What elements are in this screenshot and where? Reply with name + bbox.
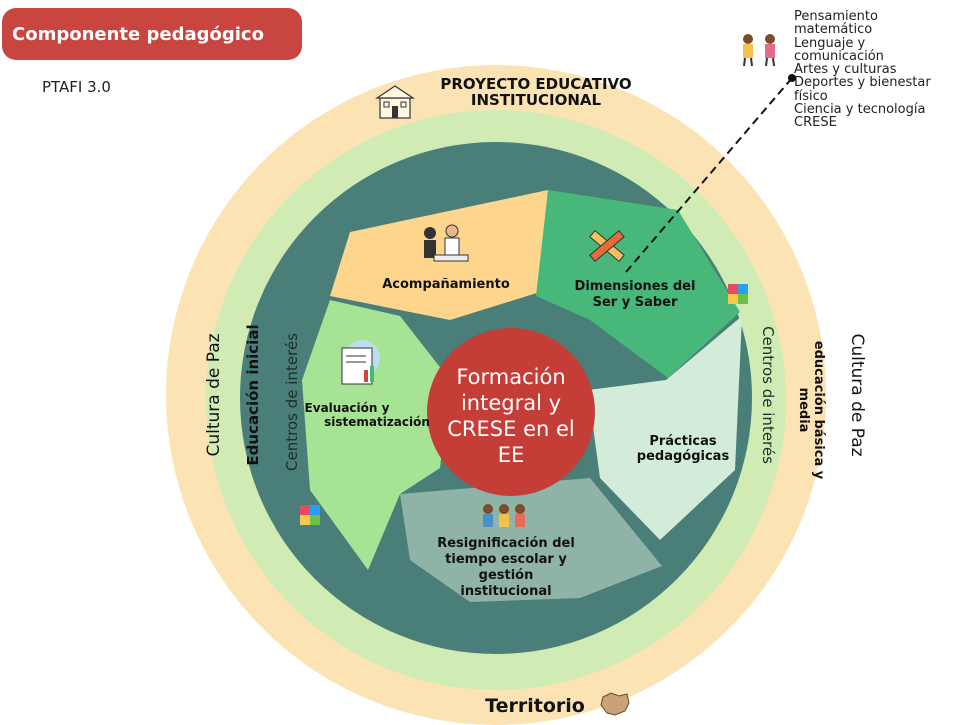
dimensiones-line1: Dimensiones del	[575, 279, 696, 294]
subtitle: PTAFI 3.0	[42, 78, 111, 96]
territory-map-icon	[600, 692, 630, 716]
educacion-basica-line1: educación básica y	[811, 341, 826, 480]
center-line3: CRESE en el	[447, 417, 574, 441]
dimensions-list-item: Pensamiento	[794, 9, 878, 24]
practicas-line1: Prácticas	[649, 434, 717, 449]
report-chart-icon	[341, 340, 380, 385]
dimensions-list-item: Lenguaje y	[794, 35, 866, 51]
dimensions-list-item: comunicación	[794, 48, 884, 64]
resignificacion-line3: gestión	[479, 568, 534, 583]
pencil-ruler-icon	[589, 230, 625, 262]
center-line2: integral y	[461, 391, 561, 415]
puzzle-icon	[728, 284, 748, 304]
centros-interes-left: Centros de interés	[283, 333, 301, 471]
meeting-people-icon	[424, 224, 469, 262]
centros-interes-right: Centros de interés	[759, 326, 777, 464]
children-icon	[743, 34, 775, 67]
resignificacion-line2: tiempo escolar y	[445, 552, 567, 567]
cultura-paz-left: Cultura de Paz	[204, 333, 224, 456]
pei-title-line2: INSTITUCIONAL	[471, 91, 602, 109]
dimensions-list-item: Ciencia y tecnología	[794, 102, 926, 118]
evaluacion-line1: Evaluación y	[305, 401, 390, 415]
component-badge: Componente pedagógico	[2, 8, 302, 60]
dimensions-list-item: CRESE	[794, 115, 837, 131]
center-circle	[427, 328, 595, 496]
resignificacion-line4: institucional	[460, 584, 551, 599]
center-line1: Formación	[456, 365, 565, 389]
dimensions-list-item: matemático	[794, 22, 873, 38]
educacion-inicial-label: Educación inicial	[244, 324, 262, 465]
cultura-paz-right: Cultura de Paz	[847, 333, 867, 456]
connector-dot	[788, 74, 796, 82]
dimensions-list-item: físico	[794, 88, 828, 104]
acompanamiento-label: Acompañamiento	[382, 277, 510, 292]
dimensions-list-item: Deportes y bienestar	[794, 75, 931, 91]
puzzle-icon	[300, 505, 320, 525]
evaluacion-line2: sistematización	[324, 415, 430, 429]
practicas-line2: pedagógicas	[637, 449, 730, 464]
segment-evaluacion	[302, 300, 450, 570]
dimensiones-line2: Ser y Saber	[593, 295, 678, 310]
group-people-icon	[483, 504, 525, 527]
territorio-label: Territorio	[485, 695, 585, 717]
educacion-basica-line2: media	[796, 388, 811, 433]
segment-dimensiones	[536, 190, 740, 378]
center-line4: EE	[498, 443, 525, 467]
resignificacion-line1: Resignificación del	[437, 536, 575, 551]
school-building-icon	[375, 85, 415, 119]
dimensions-list: Pensamiento matemático Lenguaje y comuni…	[794, 10, 973, 130]
segment-resignificacion	[400, 478, 662, 602]
dimensions-list-item: Artes y culturas	[794, 62, 897, 78]
pei-title-line1: PROYECTO EDUCATIVO	[440, 75, 631, 93]
dashed-connector	[625, 77, 793, 273]
segment-practicas	[588, 316, 742, 540]
